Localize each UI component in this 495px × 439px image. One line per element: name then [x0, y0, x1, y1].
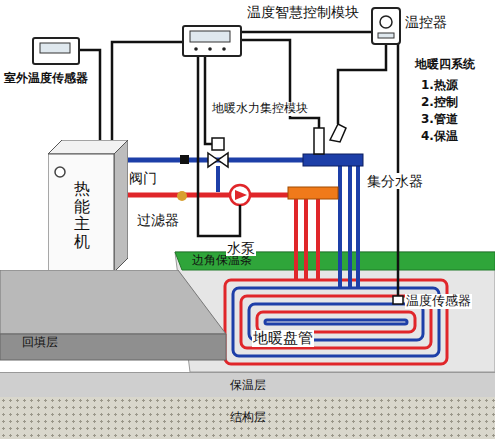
- thermostat-label: 温控器: [404, 14, 448, 30]
- list-item: 3.管道: [420, 113, 459, 127]
- filter-label: 过滤器: [136, 212, 180, 228]
- node-text: 结构层: [230, 411, 266, 425]
- list-item: 2.控制: [420, 96, 459, 110]
- boiler-box: 热能主机: [48, 140, 128, 272]
- sensor-label: 室外温度传感器: [3, 72, 89, 86]
- module-label: 地暖水力集控模块: [211, 102, 309, 116]
- insulation-layer: 保温层: [0, 372, 495, 397]
- pipe-label: 地暖盘管: [252, 330, 314, 347]
- node-text: 保温层: [230, 379, 266, 393]
- list-heading: 地暖四系统: [414, 58, 476, 72]
- pump-label: 水泵: [226, 240, 256, 256]
- structure-layer: 结构层: [0, 397, 495, 439]
- sensor-label: 温度传感器: [405, 294, 472, 309]
- valve-label: 阀门: [128, 170, 158, 186]
- collector-label: 集分水器: [366, 173, 424, 189]
- module-label: 温度智慧控制模块: [246, 4, 360, 20]
- node-text: 回填层: [22, 336, 58, 350]
- list-item: 1.热源: [420, 79, 459, 93]
- node-text: 热能主机: [74, 180, 90, 250]
- list-item: 4.保温: [420, 130, 459, 144]
- backfill-layer: 回填层: [0, 270, 230, 362]
